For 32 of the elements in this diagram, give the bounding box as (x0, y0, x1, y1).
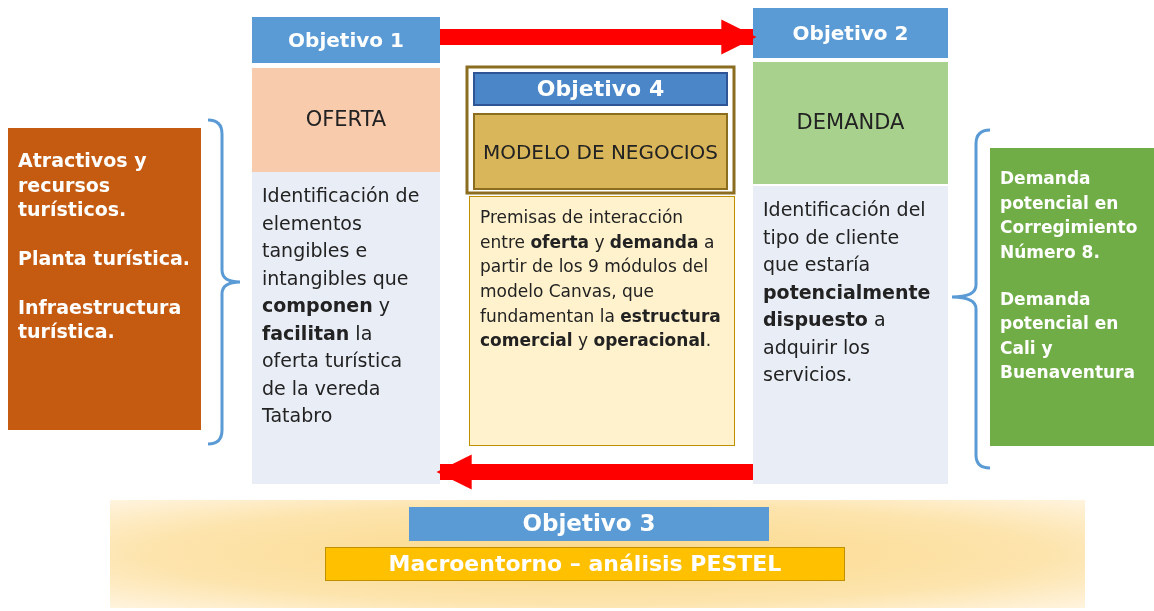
label: Premisas de interacción entre oferta y demanda a partir de los 9 módulos del modelo Canvas, que fundamentan la estructura comercial y operacional. (480, 206, 722, 353)
label: Identificación del tipo de cliente que estaría potencialmente dispuesto a adquirir los servicios. (763, 197, 932, 388)
label: Objetivo 2 (791, 20, 910, 46)
section-header (252, 68, 440, 172)
objective-header (753, 8, 948, 58)
label: Macroentorno – análisis PESTEL (387, 549, 783, 578)
label: Objetivo 3 (521, 509, 657, 539)
list-item: Planta turística. (18, 246, 191, 271)
label: Identificación de elementos tangibles e intangibles que componen y facilitan la oferta turística de la vereda Tatabro (262, 183, 421, 429)
category-box (990, 148, 1154, 446)
arrow (436, 454, 753, 490)
description-box (469, 196, 735, 446)
section-header (325, 547, 845, 581)
label: Objetivo 4 (535, 74, 666, 103)
description-box (252, 172, 440, 484)
label: Objetivo 1 (287, 27, 405, 53)
objective-header (252, 17, 440, 63)
list-item: Demanda potencial en Cali y Buenaventura (1000, 287, 1136, 385)
objective-header (409, 507, 769, 541)
list-item: Atractivos y recursos turísticos. (18, 148, 148, 223)
list-item: Demanda potencial en Corregimiento Número 8. (1000, 167, 1139, 264)
category-box (8, 128, 201, 430)
arrow (440, 19, 757, 55)
list-item: Infraestructura turística. (18, 294, 183, 345)
label: MODELO DE NEGOCIOS (481, 138, 720, 165)
section-header (473, 113, 728, 190)
section-header (753, 62, 948, 184)
objective-header (473, 72, 728, 106)
label: OFERTA (304, 106, 388, 134)
label: DEMANDA (795, 109, 906, 137)
description-box (753, 186, 948, 484)
background-band (110, 500, 1085, 608)
